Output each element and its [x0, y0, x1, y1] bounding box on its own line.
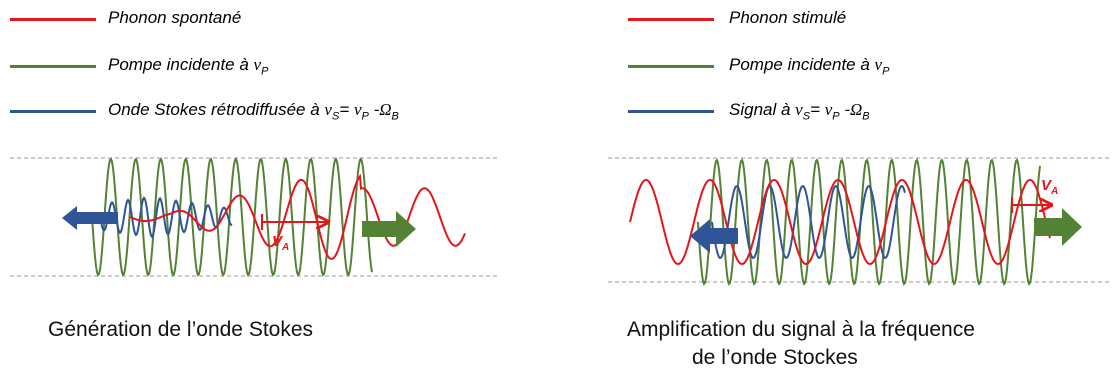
legend-line-stokes-left [10, 110, 96, 113]
phonon-wave-right [629, 178, 1051, 266]
green-forward-arrow-right [1034, 208, 1082, 246]
legend-line-signal-right [628, 110, 714, 113]
caption-right-line1: Amplification du signal à la fréquence [627, 318, 975, 341]
blue-backward-arrow-left [62, 206, 118, 230]
legend-line-phonon-stimule [628, 18, 714, 21]
velocity-label-left: VA [272, 233, 289, 253]
legend-line-phonon-spontane [10, 18, 96, 21]
caption-left: Génération de l’onde Stokes [48, 318, 314, 341]
legend-line-pompe-left [10, 65, 96, 68]
blue-backward-arrow-right [690, 219, 738, 253]
pump-wave-right [697, 158, 1041, 286]
legend-text-pompe-right: Pompe incidente à νP [729, 55, 890, 78]
pump-wave-left [91, 157, 373, 277]
velocity-label-right: VA [1041, 177, 1058, 197]
green-forward-arrow-left [362, 211, 416, 247]
legend-text-pompe-left: Pompe incidente à νP [108, 55, 269, 78]
phonon-wave-left [129, 173, 466, 260]
legend-line-pompe-right [628, 65, 714, 68]
legend-text-signal-right: Signal à νS= νP -ΩB [729, 100, 870, 123]
legend-text-stokes-left: Onde Stokes rétrodiffusée à νS= νP -ΩB [108, 100, 399, 123]
legend-text-phonon-stimule: Phonon stimulé [729, 8, 847, 27]
stokes-wave-left [99, 196, 233, 239]
signal-wave-right [711, 184, 906, 260]
legend-text-phonon-spontane: Phonon spontané [108, 8, 242, 27]
caption-right-line2: de l’onde Stockes [692, 346, 858, 369]
